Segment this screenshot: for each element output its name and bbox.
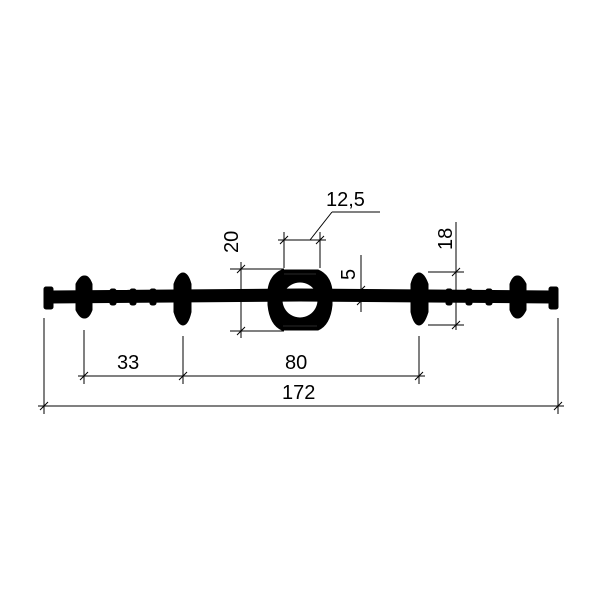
bulb-diameter-label: 12,5 xyxy=(326,189,365,211)
dimension-edge-to-rib: 33 xyxy=(78,352,189,381)
left-small-rib-1 xyxy=(109,288,117,306)
center-span-label: 80 xyxy=(285,352,307,374)
edge-to-rib-label: 33 xyxy=(117,352,139,374)
center-height-label: 20 xyxy=(221,231,243,253)
dimension-overall-width: 172 xyxy=(38,382,564,411)
extension-lines xyxy=(43,318,559,414)
dimension-center-height: 20 xyxy=(221,231,284,338)
overall-width-label: 172 xyxy=(282,382,315,404)
dimension-rib-height: 18 xyxy=(428,222,464,330)
profile-web xyxy=(49,288,553,304)
web-thickness-label: 5 xyxy=(338,269,360,280)
dimension-bulb-diameter: 12,5 xyxy=(278,189,380,268)
rib-height-label: 18 xyxy=(435,228,457,250)
center-bulb xyxy=(267,269,333,331)
left-outer-rib xyxy=(75,275,93,319)
right-small-rib-3 xyxy=(485,288,493,306)
right-small-rib-1 xyxy=(445,288,453,306)
waterstop-profile xyxy=(43,269,559,331)
right-small-rib-2 xyxy=(465,288,473,306)
left-end-bulb xyxy=(43,286,54,310)
right-inner-rib xyxy=(410,272,429,326)
dimension-web-thickness: 5 xyxy=(338,255,368,312)
dimension-center-span: 80 xyxy=(177,352,425,381)
right-end-bulb xyxy=(548,286,559,310)
left-small-rib-2 xyxy=(129,288,137,306)
center-bulb-hatch xyxy=(283,273,317,327)
right-outer-rib xyxy=(509,275,527,319)
left-inner-rib xyxy=(173,272,192,326)
left-small-rib-3 xyxy=(149,288,157,306)
